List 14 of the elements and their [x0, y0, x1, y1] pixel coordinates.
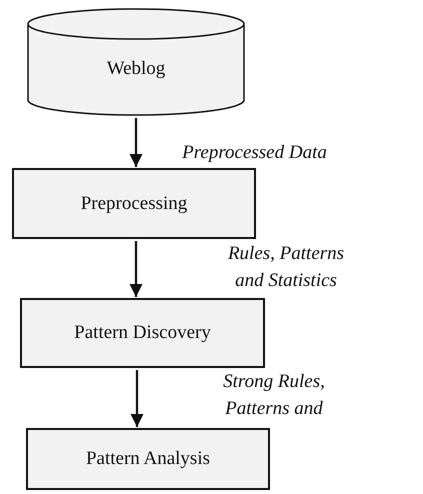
- edge-label: Rules, Patterns and Statistics: [226, 242, 346, 293]
- process-box: [12, 168, 256, 239]
- edge-label: Strong Rules, Patterns and: [222, 370, 326, 421]
- node-label: Pattern Analysis: [86, 448, 210, 470]
- node-label: Preprocessing: [80, 192, 188, 214]
- arrow: [129, 241, 143, 297]
- arrow: [130, 370, 144, 427]
- node-label: Weblog: [106, 57, 166, 80]
- arrow: [129, 118, 143, 167]
- process-box: [26, 428, 270, 490]
- database-cylinder: [27, 8, 245, 116]
- node-label: Pattern Discovery: [74, 322, 211, 344]
- edge-label: Preprocessed Data: [181, 141, 328, 165]
- process-box: [20, 298, 265, 368]
